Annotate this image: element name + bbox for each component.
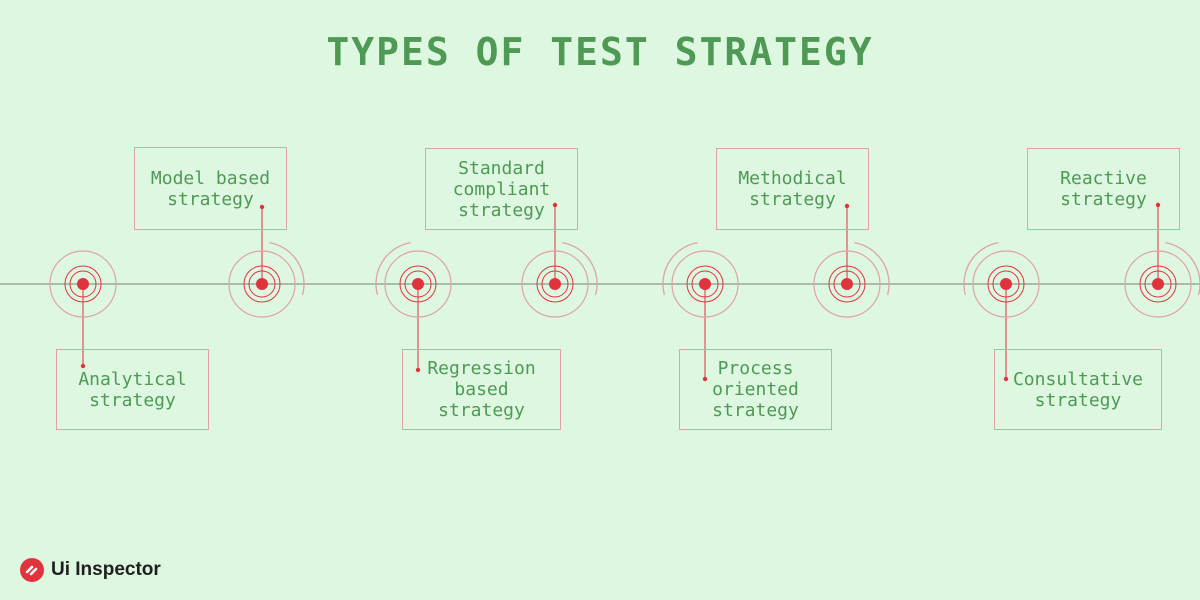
strategy-box-6: Methodical strategy	[716, 148, 869, 230]
connector-dot	[80, 363, 86, 369]
marker-ring	[691, 270, 719, 298]
connector-dot	[702, 376, 708, 382]
connector-dot	[259, 204, 265, 210]
ui-inspector-logo-icon	[20, 558, 44, 582]
marker-dot	[412, 278, 424, 290]
marker-ring	[399, 265, 437, 303]
strategy-label: Methodical strategy	[738, 168, 847, 210]
marker-dot	[699, 278, 711, 290]
connector-dot	[1003, 376, 1009, 382]
strategy-marker-6	[813, 203, 890, 318]
strategy-label: Model based strategy	[150, 167, 271, 210]
marker-ring	[248, 270, 276, 298]
strategy-label: Consultative strategy	[1012, 368, 1144, 411]
marker-ring	[671, 250, 739, 318]
strategy-box-2: Model based strategy	[134, 147, 287, 230]
marker-ring	[972, 250, 1040, 318]
marker-ring	[987, 265, 1025, 303]
strategy-box-5: Process oriented strategy	[679, 349, 832, 430]
marker-dot	[1152, 278, 1164, 290]
connector-dot	[844, 203, 850, 209]
strategy-box-8: Reactive strategy	[1027, 148, 1180, 230]
marker-dot	[77, 278, 89, 290]
page-title: TYPES OF TEST STRATEGY	[326, 30, 874, 74]
connector-dot	[1155, 202, 1161, 208]
marker-dot	[841, 278, 853, 290]
marker-ring	[49, 250, 117, 318]
strategy-label: Standard compliant strategy	[452, 157, 551, 221]
strategy-marker-5	[662, 241, 739, 382]
marker-ring	[833, 270, 861, 298]
marker-ring	[1124, 250, 1192, 318]
strategy-label: Regression based strategy	[427, 358, 536, 421]
marker-ring	[404, 270, 432, 298]
marker-ring	[1144, 270, 1172, 298]
decorative-arc	[269, 241, 305, 296]
strategy-marker-3	[375, 241, 452, 373]
marker-ring	[1139, 265, 1177, 303]
strategy-label: Reactive strategy	[1060, 168, 1147, 210]
marker-ring	[64, 265, 102, 303]
marker-ring	[828, 265, 866, 303]
strategy-box-1: Analytical strategy	[56, 349, 209, 430]
decorative-arc	[963, 241, 999, 296]
decorative-arc	[375, 241, 411, 296]
marker-ring	[384, 250, 452, 318]
marker-ring	[521, 250, 589, 318]
brand-name: Ui Inspector	[51, 559, 161, 580]
marker-ring	[228, 250, 296, 318]
marker-ring	[536, 265, 574, 303]
strategy-marker-7	[963, 241, 1040, 382]
strategy-marker-1	[49, 250, 117, 369]
connector-dot	[415, 367, 421, 373]
decorative-arc	[854, 241, 890, 296]
strategy-label: Analytical strategy	[78, 368, 187, 411]
decorative-arc	[662, 241, 698, 296]
connector-dot	[552, 202, 558, 208]
marker-ring	[813, 250, 881, 318]
strategy-marker-8	[1124, 202, 1200, 318]
strategy-label: Process oriented strategy	[712, 358, 799, 421]
strategy-box-7: Consultative strategy	[994, 349, 1162, 430]
decorative-arc	[562, 241, 598, 296]
marker-ring	[541, 270, 569, 298]
strategy-marker-2	[228, 204, 305, 318]
marker-dot	[1000, 278, 1012, 290]
strategy-marker-4	[521, 202, 598, 318]
marker-dot	[256, 278, 268, 290]
marker-ring	[992, 270, 1020, 298]
brand-logo: Ui Inspector	[20, 558, 161, 582]
strategy-box-4: Standard compliant strategy	[425, 148, 578, 230]
marker-ring	[243, 265, 281, 303]
marker-ring	[686, 265, 724, 303]
strategy-box-3: Regression based strategy	[402, 349, 561, 430]
marker-ring	[69, 270, 97, 298]
marker-dot	[549, 278, 561, 290]
